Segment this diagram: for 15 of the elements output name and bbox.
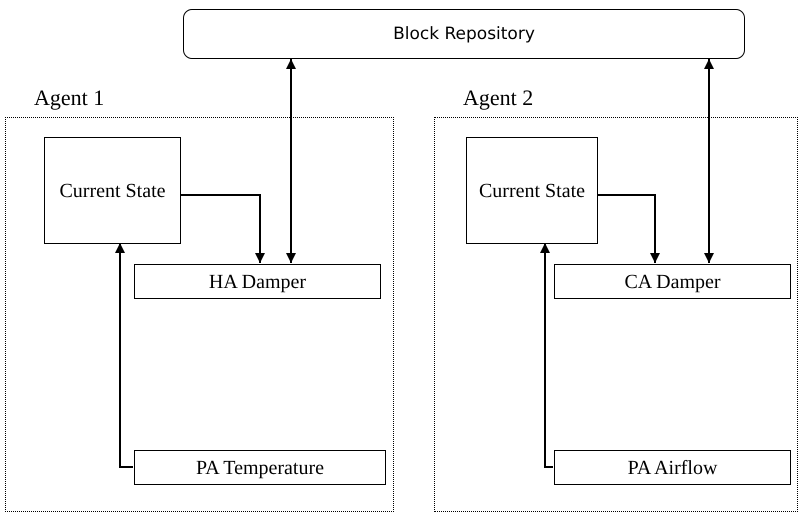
repository-box: Block Repository	[183, 9, 745, 59]
arrow	[115, 243, 133, 468]
arrow	[286, 59, 296, 263]
process-box: Current State	[44, 137, 181, 244]
process-box: CA Damper	[554, 264, 791, 299]
group-heading: Agent 2	[463, 85, 534, 111]
group-heading: Agent 1	[34, 85, 104, 111]
arrow	[540, 243, 553, 468]
process-box: PA Airflow	[554, 450, 791, 485]
arrow	[180, 194, 265, 263]
arrow	[704, 59, 714, 263]
process-box: Current State	[466, 137, 598, 244]
process-box: HA Damper	[134, 264, 381, 299]
process-box: PA Temperature	[134, 450, 386, 485]
arrow	[597, 194, 660, 263]
